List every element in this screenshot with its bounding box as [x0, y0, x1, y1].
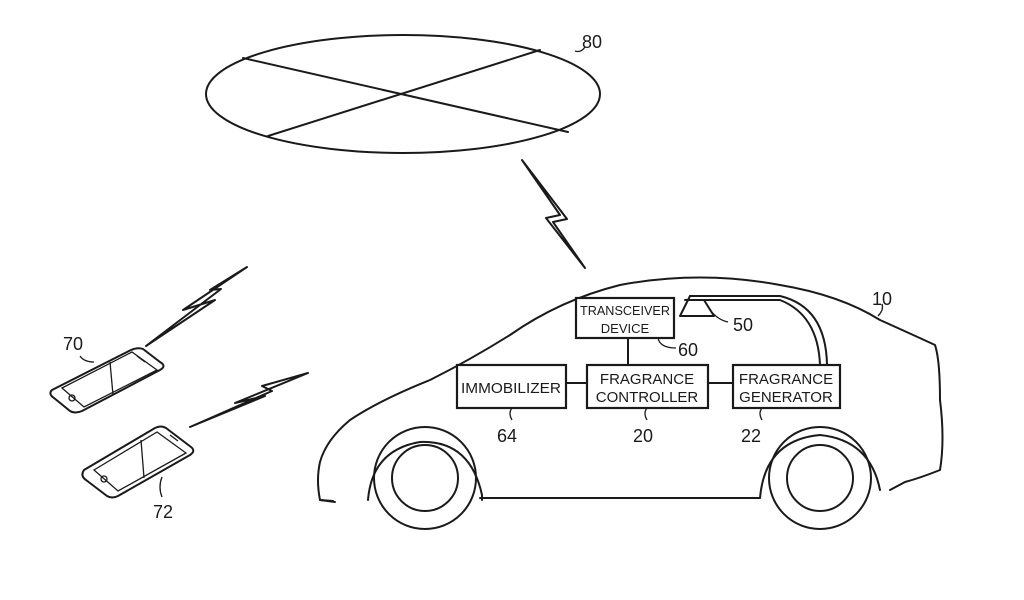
duct-line [684, 299, 821, 366]
leader-line-64 [509, 407, 513, 421]
transceiver-box [574, 296, 676, 340]
fragrance-controller-box [585, 363, 710, 410]
ref-label-10: 10 [872, 289, 892, 309]
leader-line-10 [877, 303, 884, 317]
car-icon [317, 276, 944, 530]
leader-line-50 [709, 309, 729, 323]
server-disc-icon [205, 34, 601, 154]
transceiver-label-line1: TRANSCEIVER [580, 303, 670, 318]
leader-line-70 [79, 355, 95, 363]
leader-line-20 [644, 407, 648, 421]
ref-label-22: 22 [741, 426, 761, 446]
vent-outlet-icon [679, 295, 715, 317]
smartphone-icon [49, 347, 165, 414]
ref-label-70: 70 [63, 334, 83, 354]
generator-label-line2: GENERATOR [739, 389, 833, 406]
ref-label-20: 20 [633, 426, 653, 446]
ref-label-60: 60 [678, 340, 698, 360]
wireless-signal-icon [189, 372, 309, 428]
ref-label-80: 80 [582, 32, 602, 52]
ref-label-72: 72 [153, 502, 173, 522]
generator-label-line1: FRAGRANCE [739, 371, 833, 388]
controller-label-line2: CONTROLLER [596, 389, 699, 406]
leader-line-60 [657, 337, 677, 349]
leader-line-72 [159, 476, 163, 498]
wireless-signal-icon [145, 266, 248, 347]
ref-label-50: 50 [733, 315, 753, 335]
fragrance-generator-box [731, 363, 842, 410]
immobilizer-label: IMMOBILIZER [461, 380, 561, 397]
controller-label-line1: FRAGRANCE [600, 371, 694, 388]
leader-line-22 [759, 407, 763, 421]
immobilizer-box [455, 363, 568, 410]
smartphone-icon [81, 425, 195, 499]
wireless-signal-icon [521, 159, 586, 269]
duct-line [689, 295, 828, 366]
transceiver-label-line2: DEVICE [601, 321, 650, 336]
ref-label-64: 64 [497, 426, 517, 446]
leader-line-80 [574, 46, 586, 53]
